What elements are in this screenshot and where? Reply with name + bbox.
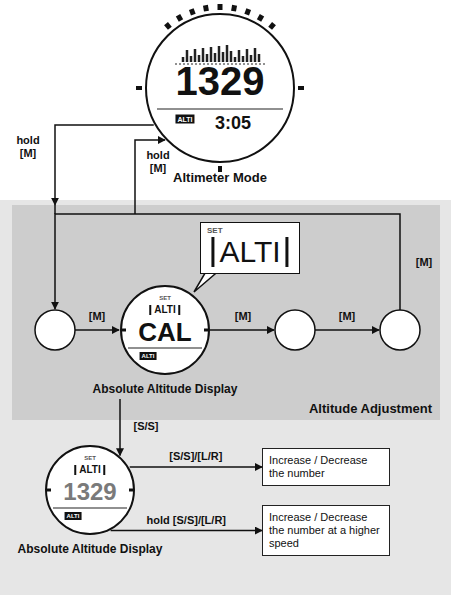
mode-tag: ALTI: [140, 352, 157, 360]
key-label: hold [M]: [140, 149, 176, 175]
lcd-divider: [128, 347, 202, 348]
band-title: Altitude Adjustment: [309, 402, 432, 415]
bezel-segment: [259, 15, 262, 20]
flow-arrow: [119, 399, 121, 455]
bezel-segment: [166, 24, 170, 29]
action-box: Increase / Decrease the number at a high…: [262, 505, 390, 556]
join-line: [134, 205, 136, 214]
action-box: Increase / Decrease the number: [262, 448, 390, 486]
set-tag: SET: [84, 455, 96, 461]
altitude-watch: SETALTI1329ALTIAbsolute Altitude Display: [45, 445, 135, 535]
key-label: hold [S/S]/[L/R]: [146, 514, 226, 527]
bezel-segment: [234, 5, 235, 11]
key-label: [M]: [416, 256, 433, 269]
key-label: [M]: [339, 310, 356, 323]
key-label: hold [M]: [10, 134, 46, 160]
bezel-segment: [218, 4, 223, 10]
set-tag: SET: [159, 295, 171, 301]
blank-display: [275, 310, 315, 350]
lcd-text: CAL: [138, 319, 191, 345]
lcd-divider: [53, 507, 127, 508]
key-label: [S/S]/[L/R]: [146, 450, 246, 463]
mode-arrow: [315, 329, 379, 331]
key-label: [M]: [89, 310, 106, 323]
box-text: Increase / Decrease the number: [269, 454, 383, 480]
watch-outline: [146, 14, 294, 162]
lcd-divider: [157, 108, 283, 109]
mode-tag: ALTI: [149, 305, 180, 315]
key-label: [S/S]: [126, 420, 166, 433]
bezel-segment: [247, 9, 249, 15]
altitude-graph-bar: [226, 45, 229, 62]
lcd-digits: 1329: [176, 61, 265, 101]
band-ground: [12, 205, 440, 420]
bezel-segment: [205, 5, 206, 11]
flow-arrow: [111, 530, 262, 532]
watch-outline: [46, 446, 134, 534]
set-tag: SET: [207, 227, 223, 235]
grey-ground: [0, 200, 451, 595]
box-text: Increase / Decrease the number at a high…: [269, 511, 383, 550]
zoom-callout: SET ALTI: [200, 222, 300, 274]
flow-arrow: [130, 466, 262, 468]
bezel-segment: [178, 15, 181, 20]
blank-display: [35, 310, 75, 350]
calibrate-watch: SETALTICALALTIAbsolute Altitude Display: [120, 285, 210, 375]
adjustment-band: SET ALTI SET ALTI CAL ALTI Absolute Altitude D…: [12, 205, 440, 420]
bezel-mark: [46, 489, 51, 492]
mode-tag: ALTI: [175, 115, 194, 124]
display-caption: Absolute Altitude Display: [18, 543, 163, 555]
loop-arrow: [55, 214, 400, 310]
altitude-graph-bar: [210, 47, 213, 62]
mode-tag: ALTI: [74, 465, 105, 475]
watch-outline: [121, 286, 209, 374]
bezel-segment: [270, 24, 274, 29]
bezel-mark: [121, 329, 126, 332]
bezel-mark: [204, 329, 209, 332]
mode-arrow: [75, 329, 119, 331]
join-line: [54, 205, 56, 214]
altimeter-watch: 1329ALTI3:05Altimeter Mode: [145, 13, 295, 163]
flow-arrow: [55, 125, 154, 205]
display-caption: Absolute Altitude Display: [93, 383, 238, 395]
lcd-time: 3:05: [215, 114, 251, 132]
bezel-mark: [129, 489, 134, 492]
altitude-graph-bar: [202, 48, 205, 62]
altitude-graph-bar: [218, 46, 221, 62]
lcd-digits: 1329: [63, 480, 116, 504]
zoomed-mode-tag: ALTI: [211, 237, 288, 267]
key-label: [M]: [235, 310, 252, 323]
bezel-mark: [136, 86, 142, 90]
mode-arrow: [210, 329, 274, 331]
bezel-segment: [191, 9, 193, 15]
altitude-graph-bar: [254, 48, 257, 62]
mode-caption: Altimeter Mode: [173, 171, 267, 184]
blank-display: [380, 310, 420, 350]
mode-tag: ALTI: [65, 512, 82, 520]
bezel-mark: [298, 86, 304, 90]
